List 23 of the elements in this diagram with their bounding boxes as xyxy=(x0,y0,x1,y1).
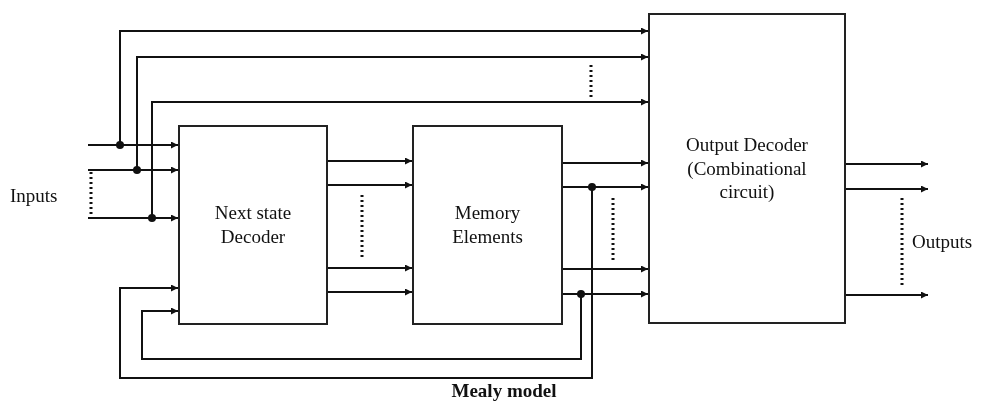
block-box xyxy=(648,13,846,324)
arrow xyxy=(845,291,929,299)
arrow xyxy=(845,185,929,193)
arrow xyxy=(87,27,649,146)
arrow xyxy=(119,186,593,379)
arrow xyxy=(327,288,413,296)
arrow xyxy=(845,160,929,168)
arrow xyxy=(327,157,413,165)
block-box xyxy=(178,125,328,325)
signal-label: Outputs xyxy=(912,231,973,253)
block-label: Memory Elements xyxy=(451,201,524,249)
block-box xyxy=(412,125,563,325)
arrow xyxy=(327,264,413,272)
block-label: Output Decoder (Combinational circuit) xyxy=(685,132,809,205)
arrow xyxy=(562,159,649,167)
caption: Mealy model xyxy=(450,380,558,403)
arrow xyxy=(87,53,649,171)
arrow xyxy=(141,293,582,360)
arrow xyxy=(87,98,649,219)
arrow xyxy=(327,181,413,189)
block-label: Next state Decoder xyxy=(213,201,293,249)
arrow xyxy=(562,265,649,273)
signal-label: Inputs xyxy=(10,185,58,207)
